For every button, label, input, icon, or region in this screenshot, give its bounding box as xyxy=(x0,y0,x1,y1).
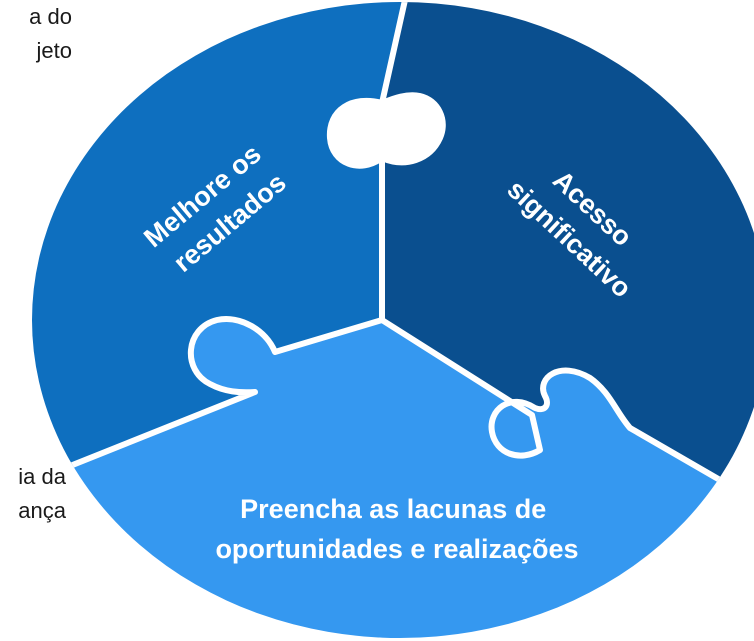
side-text-top: a do jeto xyxy=(0,0,72,68)
side-text-bottom-line-2: ança xyxy=(18,498,66,523)
puzzle-piece-bottom xyxy=(32,319,754,638)
label-bottom: Preencha as lacunas de oportunidades e r… xyxy=(215,494,578,564)
puzzle-piece-right xyxy=(382,2,754,520)
side-text-top-line-2: jeto xyxy=(36,38,72,63)
label-bottom-line-1: Preencha as lacunas de xyxy=(240,494,546,524)
label-bottom-line-2: oportunidades e realizações xyxy=(215,534,578,564)
side-text-top-line-1: a do xyxy=(29,4,72,29)
puzzle-seams xyxy=(57,2,754,523)
side-text-bottom: ia da ança xyxy=(0,460,66,528)
side-text-bottom-line-1: ia da xyxy=(18,464,66,489)
